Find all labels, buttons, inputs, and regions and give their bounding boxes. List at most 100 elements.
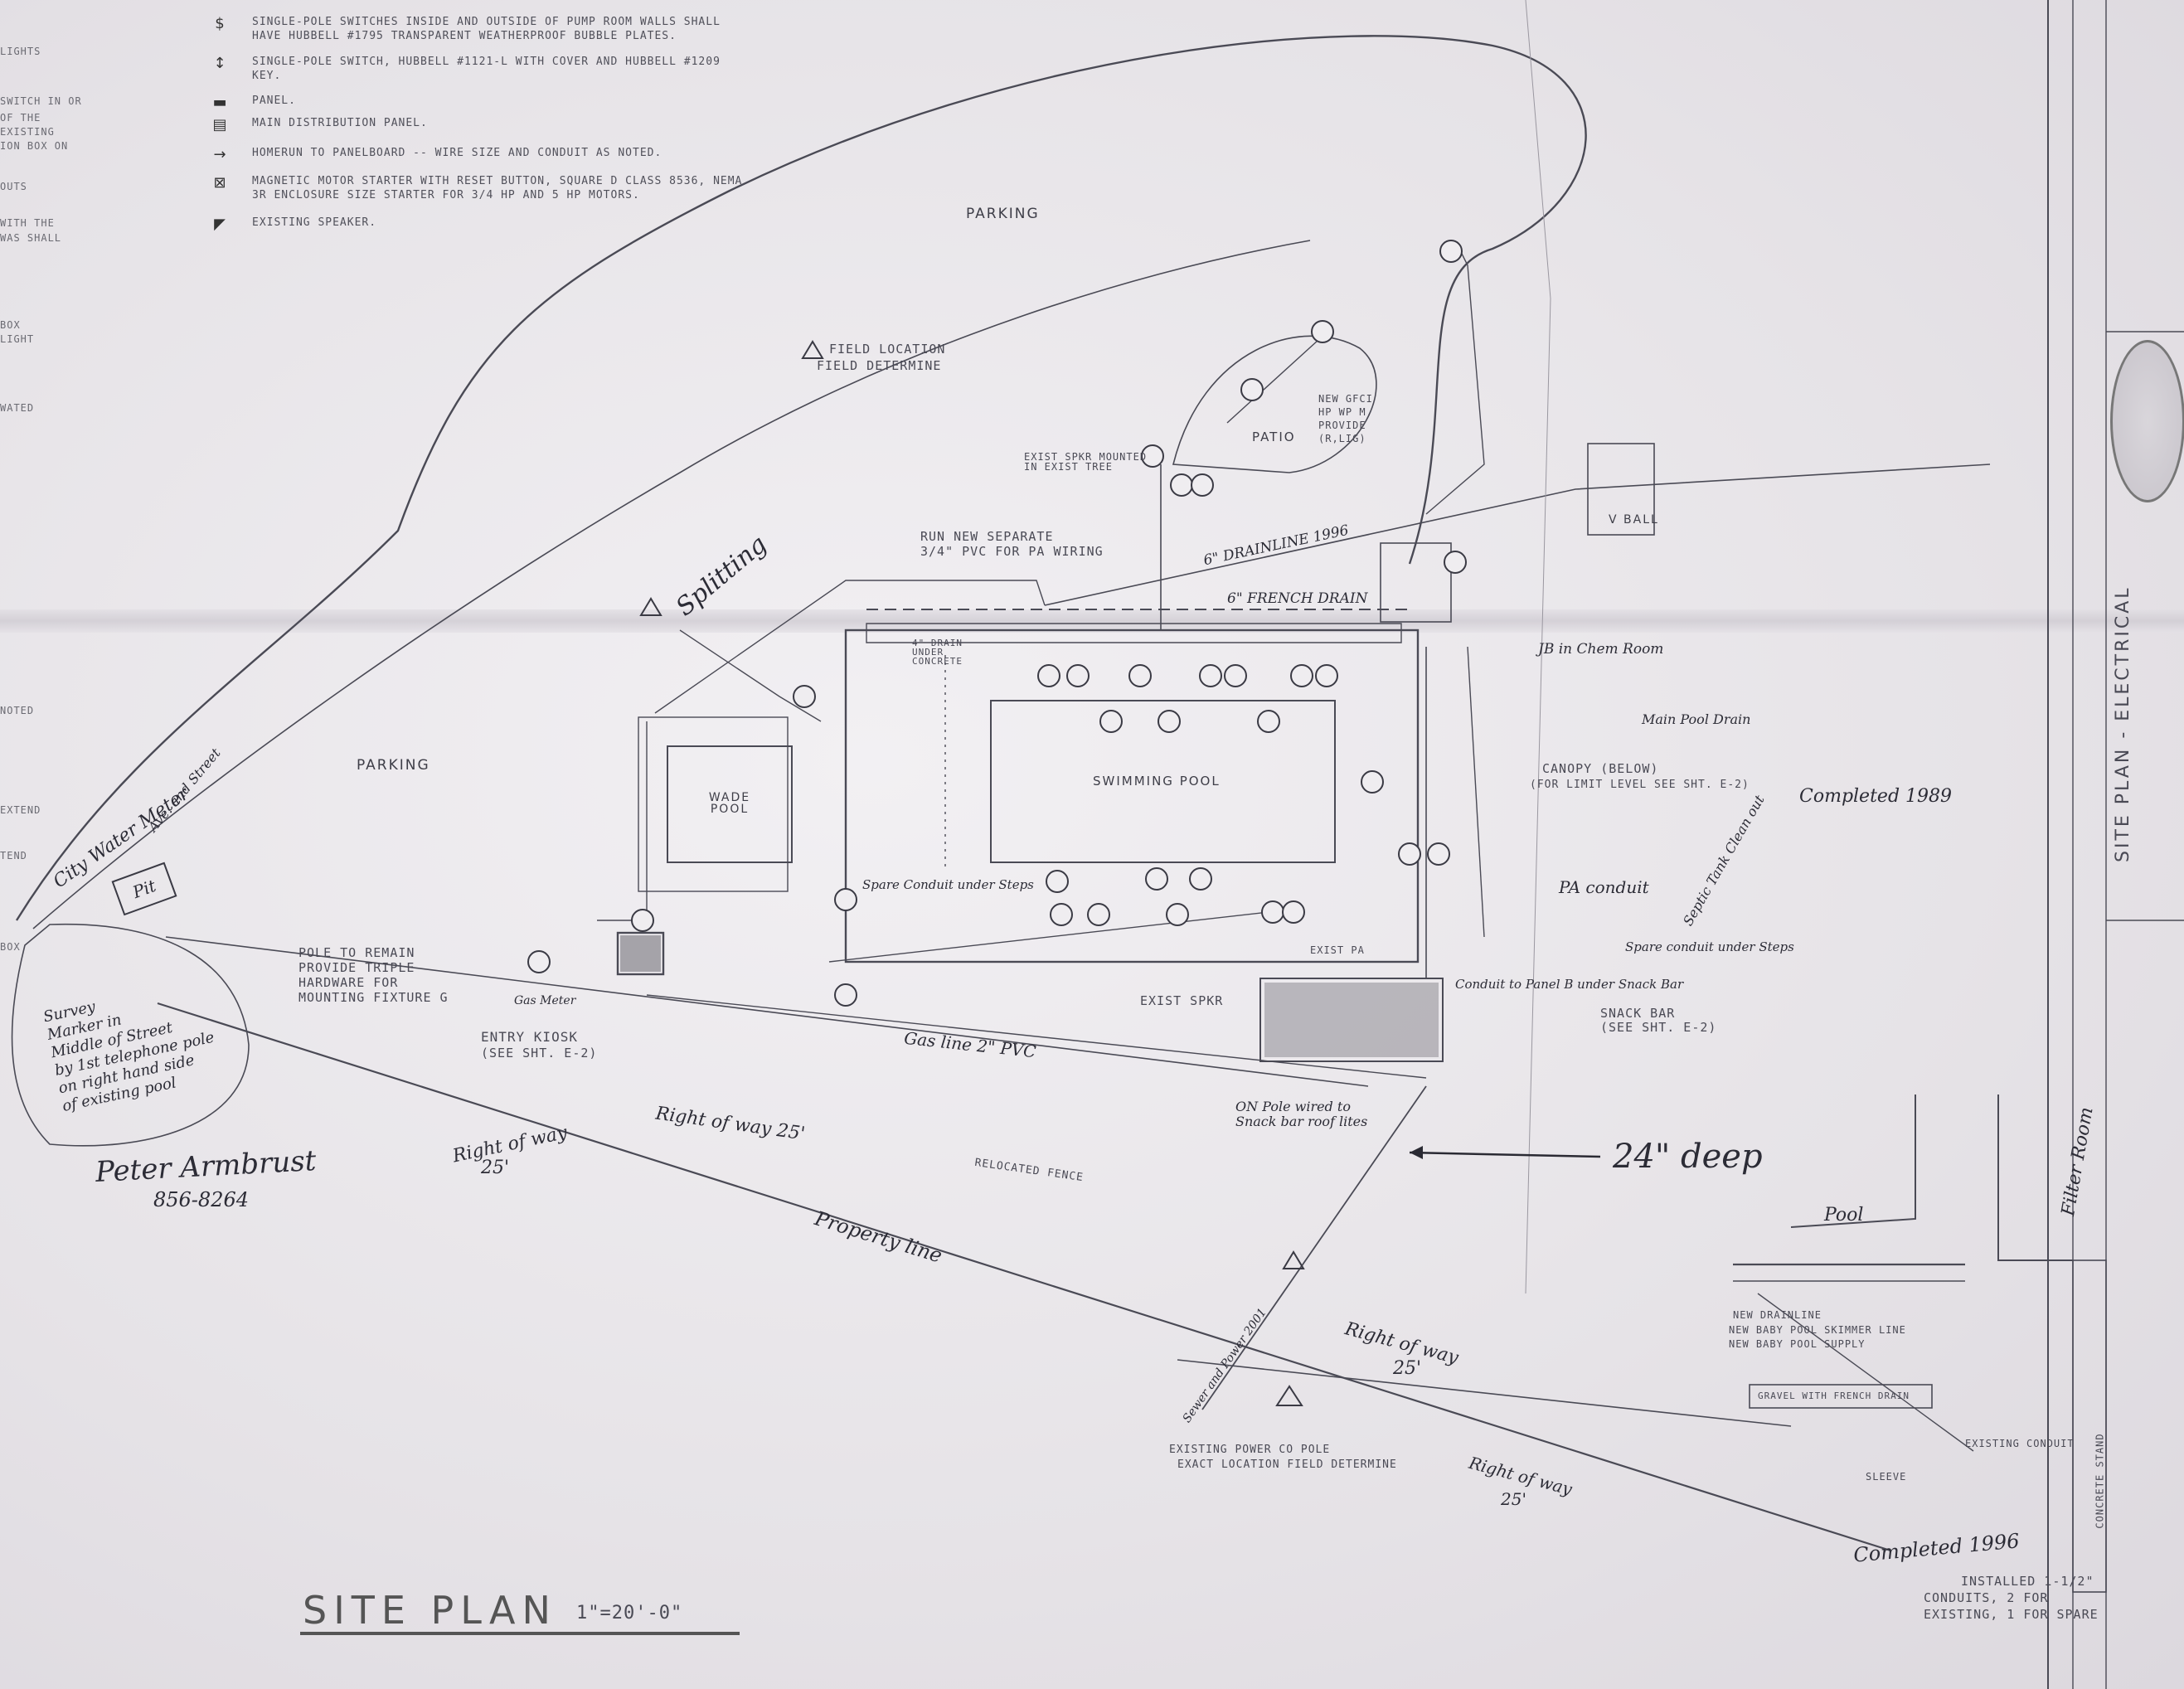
pa-conduit-note: PA conduit bbox=[1559, 877, 1649, 897]
edge-note: OUTS bbox=[0, 181, 27, 192]
fixture-marker bbox=[1444, 551, 1467, 574]
fixture-marker bbox=[527, 950, 551, 973]
existing-power-pole-label: EXISTING POWER CO POLE bbox=[1169, 1444, 1331, 1456]
drawing-title: SITE PLAN bbox=[303, 1588, 557, 1633]
parking-label-left: PARKING bbox=[357, 757, 430, 774]
legend-text: MAIN DISTRIBUTION PANEL. bbox=[252, 117, 428, 129]
edge-note: BOX bbox=[0, 319, 21, 331]
gas-meter-note: Gas Meter bbox=[514, 994, 576, 1007]
legend-row: $ SINGLE-POLE SWITCHES INSIDE AND OUTSID… bbox=[207, 15, 750, 43]
patio-outline bbox=[1172, 335, 1377, 473]
snack-lites-note: Snack bar roof lites bbox=[1235, 1114, 1368, 1129]
gfci-note: HP WP M. bbox=[1318, 406, 1373, 418]
conduit-panel-note: Conduit to Panel B under Snack Bar bbox=[1455, 977, 1684, 992]
parking-boundary bbox=[15, 35, 1587, 921]
fixture-marker bbox=[1315, 664, 1338, 687]
sheet-edge bbox=[1525, 0, 1551, 1294]
pole-note: MOUNTING FIXTURE G bbox=[298, 990, 449, 1005]
pole-note: POLE TO REMAIN bbox=[298, 945, 415, 960]
legend-row: → HOMERUN TO PANELBOARD -- WIRE SIZE AND… bbox=[207, 146, 750, 163]
fixture-marker bbox=[1361, 770, 1384, 794]
fixture-marker bbox=[1158, 710, 1181, 733]
legend-row: ↕ SINGLE-POLE SWITCH, HUBBELL #1121-L WI… bbox=[207, 55, 750, 83]
completed-1989: Completed 1989 bbox=[1799, 786, 1953, 807]
edge-note: OF THE bbox=[0, 112, 41, 124]
baby-pool-skimmer: NEW BABY POOL SKIMMER LINE bbox=[1729, 1324, 1906, 1336]
snack-bar-label: SNACK BAR bbox=[1600, 1006, 1676, 1021]
key-switch-icon: ↕ bbox=[213, 55, 226, 72]
fixture-marker bbox=[1037, 664, 1060, 687]
entry-kiosk-label: ENTRY KIOSK bbox=[481, 1029, 578, 1045]
canopy-label: CANOPY (BELOW) bbox=[1542, 761, 1659, 776]
fixture-marker bbox=[1046, 870, 1069, 893]
fixture-marker bbox=[1050, 903, 1073, 926]
gfci-note: (R,LIG) bbox=[1318, 433, 1366, 444]
legend-row: ⊠ MAGNETIC MOTOR STARTER WITH RESET BUTT… bbox=[207, 174, 750, 202]
edge-note: EXTEND bbox=[0, 804, 41, 816]
speaker-icon: ◤ bbox=[214, 216, 226, 233]
right-of-way-line-lower bbox=[1177, 1359, 1792, 1427]
title-underline bbox=[300, 1632, 740, 1635]
on-pole-note: ON Pole wired to bbox=[1235, 1099, 1351, 1114]
legend-text: SINGLE-POLE SWITCHES INSIDE AND OUTSIDE … bbox=[252, 16, 721, 42]
drawing-scale: 1"=20'-0" bbox=[576, 1603, 683, 1623]
fixture-marker bbox=[1199, 664, 1222, 687]
right-of-way-lower-value: 25' bbox=[1393, 1358, 1422, 1379]
canopy-ref: (FOR LIMIT LEVEL SEE SHT. E-2) bbox=[1530, 779, 1750, 791]
gfci-note: NEW GFCI bbox=[1318, 393, 1373, 405]
fixture-marker bbox=[1224, 664, 1247, 687]
fixture-marker bbox=[1427, 842, 1450, 866]
spare-conduit-note: Spare Conduit under Steps bbox=[862, 877, 1034, 892]
legend-text: EXISTING SPEAKER. bbox=[252, 216, 377, 229]
contact-phone: 856-8264 bbox=[153, 1188, 249, 1211]
wire-run bbox=[679, 629, 822, 722]
field-location-note: FIELD LOCATION bbox=[829, 342, 946, 357]
sewer-power-line bbox=[1201, 1085, 1427, 1410]
filter-room-wall bbox=[1997, 1094, 2073, 1261]
swimming-pool-outline bbox=[990, 700, 1336, 863]
drainline-1996 bbox=[1044, 464, 1991, 606]
main-drain-note: Main Pool Drain bbox=[1642, 711, 1751, 727]
edge-note: ION BOX ON bbox=[0, 140, 69, 152]
pool-detail-label: Pool bbox=[1824, 1205, 1864, 1225]
wire-run bbox=[828, 911, 1269, 963]
right-of-way-line bbox=[165, 936, 1369, 1087]
edge-note: LIGHT bbox=[0, 333, 35, 345]
gas-line bbox=[646, 994, 1427, 1079]
wire-run bbox=[1425, 248, 1485, 515]
main-panel-icon: ▤ bbox=[212, 116, 227, 133]
fixture-marker bbox=[834, 983, 857, 1007]
exist-speaker-label: EXIST SPKR bbox=[1140, 993, 1224, 1008]
snack-bar-shading bbox=[1264, 983, 1439, 1057]
fixture-marker bbox=[1189, 867, 1212, 891]
survey-area-outline bbox=[11, 923, 250, 1147]
sleeve-label: SLEEVE bbox=[1866, 1471, 1907, 1483]
concrete-stand bbox=[2072, 1259, 2107, 1593]
legend-text: SINGLE-POLE SWITCH, HUBBELL #1121-L WITH… bbox=[252, 56, 721, 82]
fixture-marker bbox=[1257, 710, 1280, 733]
fixture-marker bbox=[1261, 900, 1284, 924]
pole-note: PROVIDE TRIPLE bbox=[298, 960, 415, 975]
edge-note: SWITCH IN OR bbox=[0, 95, 82, 107]
french-drain-label: 6" FRENCH DRAIN bbox=[1227, 590, 1368, 607]
spare-conduit-right-note: Spare conduit under Steps bbox=[1625, 939, 1794, 954]
panel-icon: ▬ bbox=[212, 94, 227, 111]
wade-pool-label: WADE POOL bbox=[708, 791, 751, 816]
pool-wall-detail bbox=[1790, 1094, 1916, 1228]
pole-note: HARDWARE FOR bbox=[298, 975, 399, 990]
fixture-marker bbox=[1311, 320, 1334, 343]
paper-fold-crease bbox=[0, 609, 2184, 633]
fixture-marker bbox=[1087, 903, 1110, 926]
entry-kiosk-ref: (SEE SHT. E-2) bbox=[481, 1046, 598, 1060]
gravel-label: GRAVEL WITH FRENCH DRAIN bbox=[1758, 1391, 1910, 1401]
legend-row: ◤ EXISTING SPEAKER. bbox=[207, 216, 750, 233]
deep-arrow bbox=[1409, 1151, 1601, 1158]
edge-note: EXISTING bbox=[0, 126, 55, 138]
depth-label: 24" deep bbox=[1613, 1138, 1763, 1176]
edge-note: WITH THE bbox=[0, 217, 55, 229]
french-drain-band bbox=[866, 623, 1402, 643]
fixture-marker bbox=[1398, 842, 1421, 866]
field-location-marker bbox=[801, 340, 824, 359]
fixture-marker bbox=[1191, 473, 1214, 497]
switch-icon: $ bbox=[215, 15, 225, 32]
